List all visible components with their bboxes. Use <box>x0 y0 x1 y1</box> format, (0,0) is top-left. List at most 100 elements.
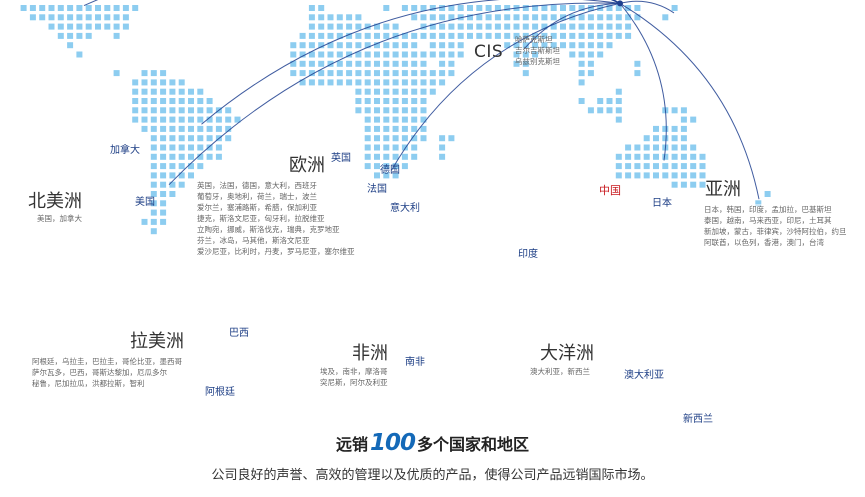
map-dot <box>383 32 390 39</box>
map-dot <box>188 107 194 114</box>
map-dot <box>364 70 371 77</box>
map-dot <box>160 88 167 95</box>
map-dot <box>690 163 697 170</box>
map-dot <box>374 88 380 95</box>
map-dot <box>374 153 380 160</box>
map-dot <box>169 79 176 86</box>
map-dot <box>401 79 408 86</box>
map-dot <box>504 5 511 11</box>
africa-line: 突尼斯，阿尔及利亚 <box>320 378 388 387</box>
map-dot <box>671 172 678 179</box>
map-dot <box>420 5 427 11</box>
map-dot <box>587 32 594 39</box>
map-dot <box>578 23 585 30</box>
route-to-australia <box>619 3 667 161</box>
map-dot <box>364 88 371 95</box>
map-dot <box>569 51 576 58</box>
map-dot <box>48 5 55 11</box>
map-dot <box>150 191 157 197</box>
map-dot <box>532 5 539 11</box>
map-dot <box>671 135 678 142</box>
map-dot <box>336 51 343 58</box>
map-dot <box>587 23 594 30</box>
map-dot <box>225 125 232 132</box>
map-dot <box>597 51 604 58</box>
region-title-africa: 非洲 <box>352 343 388 364</box>
map-dot <box>85 5 92 11</box>
map-dot <box>690 153 697 160</box>
map-dot <box>578 79 585 86</box>
map-dot <box>374 144 380 151</box>
map-dot <box>541 42 548 49</box>
map-dot <box>374 42 380 49</box>
map-dot <box>197 153 204 160</box>
map-dot <box>699 172 706 179</box>
map-dot <box>420 60 427 67</box>
map-dot <box>141 107 148 114</box>
map-dot <box>392 163 399 170</box>
map-dot <box>336 23 343 30</box>
map-dot <box>680 163 687 170</box>
map-dot <box>104 5 111 11</box>
map-dot <box>615 23 622 30</box>
map-dot <box>625 23 632 30</box>
map-dot <box>132 79 139 86</box>
map-dot <box>290 51 297 58</box>
country-label-france: 法国 <box>367 184 387 195</box>
map-dot <box>476 14 483 21</box>
map-dot <box>429 42 436 49</box>
map-dot <box>457 23 464 30</box>
map-dot <box>188 163 194 170</box>
map-dot <box>57 23 64 30</box>
region-title-oceania: 大洋洲 <box>540 343 594 364</box>
map-dot <box>206 125 213 132</box>
map-dot <box>411 107 418 114</box>
map-dot <box>411 125 418 132</box>
map-dot <box>522 70 529 77</box>
map-dot <box>429 23 436 30</box>
map-dot <box>364 144 371 151</box>
map-dot <box>494 14 501 21</box>
map-dot <box>346 70 353 77</box>
map-dot <box>401 163 408 170</box>
route-to-usa <box>83 0 621 7</box>
map-dot <box>662 163 669 170</box>
region-countries-africa: 埃及，南非，摩洛哥 突尼斯，阿尔及利亚 <box>320 366 388 388</box>
map-dot <box>448 14 455 21</box>
map-dot <box>355 70 362 77</box>
map-dot <box>150 200 157 207</box>
map-dot <box>420 116 427 123</box>
map-dot <box>448 51 455 58</box>
map-dot <box>597 32 604 39</box>
map-dot <box>653 153 659 160</box>
map-dot <box>169 153 176 160</box>
map-dot <box>504 14 511 21</box>
map-dot <box>308 60 315 67</box>
map-dot <box>439 32 446 39</box>
map-dot <box>132 5 139 11</box>
map-dot <box>569 32 576 39</box>
region-countries-oceania: 澳大利亚，新西兰 <box>530 366 590 377</box>
map-dot <box>439 70 446 77</box>
map-dot <box>355 98 362 104</box>
map-dot <box>625 153 632 160</box>
china-hub-marker <box>617 0 623 7</box>
country-label-japan: 日本 <box>652 198 672 209</box>
map-dot <box>532 51 539 58</box>
map-dot <box>150 79 157 86</box>
map-dot <box>439 42 446 49</box>
region-title-asia: 亚洲 <box>705 179 741 200</box>
map-dot <box>429 32 436 39</box>
map-dot <box>76 32 83 39</box>
map-dot <box>95 5 101 11</box>
map-dot <box>513 42 520 49</box>
region-countries-north-america: 美国，加拿大 <box>37 213 82 224</box>
map-dot <box>680 153 687 160</box>
map-dot <box>615 153 622 160</box>
map-dot <box>662 125 669 132</box>
map-dot <box>169 88 176 95</box>
map-dot <box>550 5 557 11</box>
map-dot <box>411 60 418 67</box>
map-dot <box>355 51 362 58</box>
map-dot <box>299 51 306 58</box>
